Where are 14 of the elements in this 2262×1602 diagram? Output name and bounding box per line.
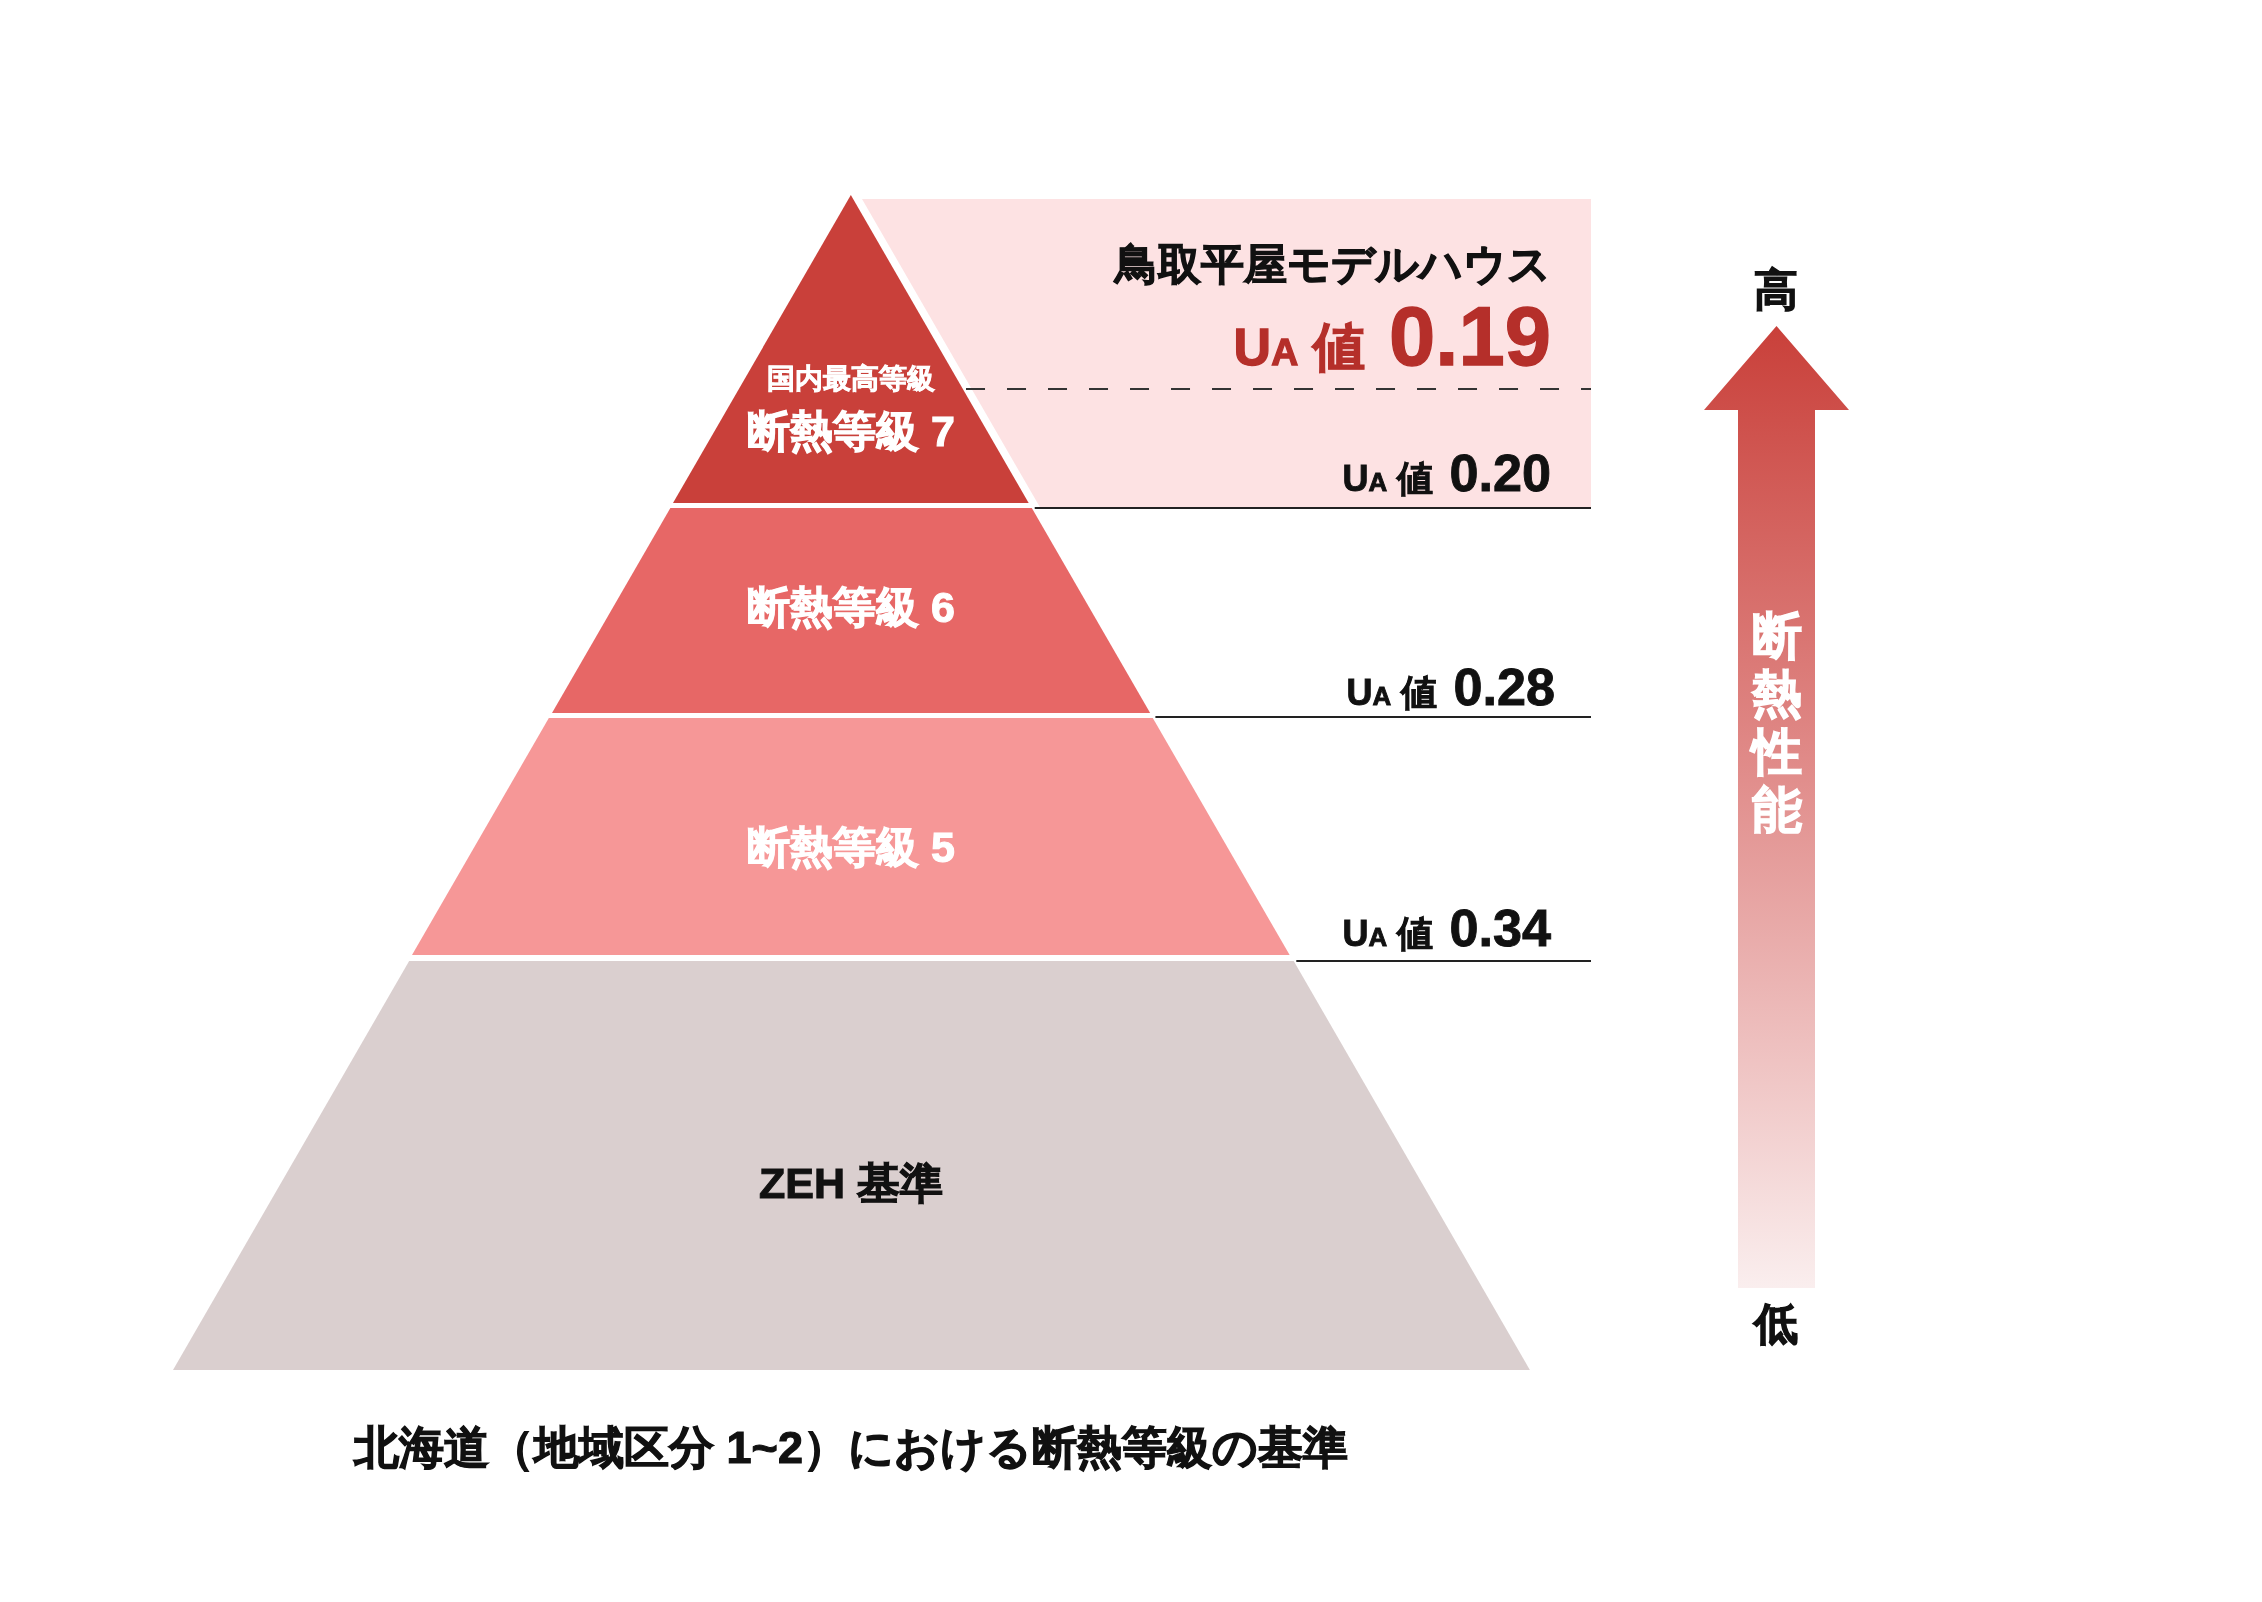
arrow-label: 断熱性能 bbox=[1752, 607, 1802, 839]
tier-label: ZEH 基準 bbox=[759, 1161, 943, 1205]
tier-label: 断熱等級 6 bbox=[747, 585, 955, 629]
scale-label: 低 bbox=[1754, 1302, 1798, 1346]
pyramid-tier bbox=[172, 961, 1530, 1370]
tier-label: 断熱等級 5 bbox=[747, 825, 955, 869]
band-heading: 鳥取平屋モデルハウス bbox=[1115, 242, 1551, 286]
pyramid-tier bbox=[412, 718, 1290, 955]
caption: 北海道（地域区分 1~2）における断熱等級の基準 bbox=[354, 1424, 1348, 1470]
pyramid-tier bbox=[551, 508, 1151, 713]
tier-note: 国内最高等級 bbox=[767, 365, 935, 393]
tier-label: 断熱等級 7 bbox=[747, 409, 955, 453]
direction-arrow bbox=[1704, 326, 1849, 1288]
scale-label: 高 bbox=[1754, 268, 1798, 312]
